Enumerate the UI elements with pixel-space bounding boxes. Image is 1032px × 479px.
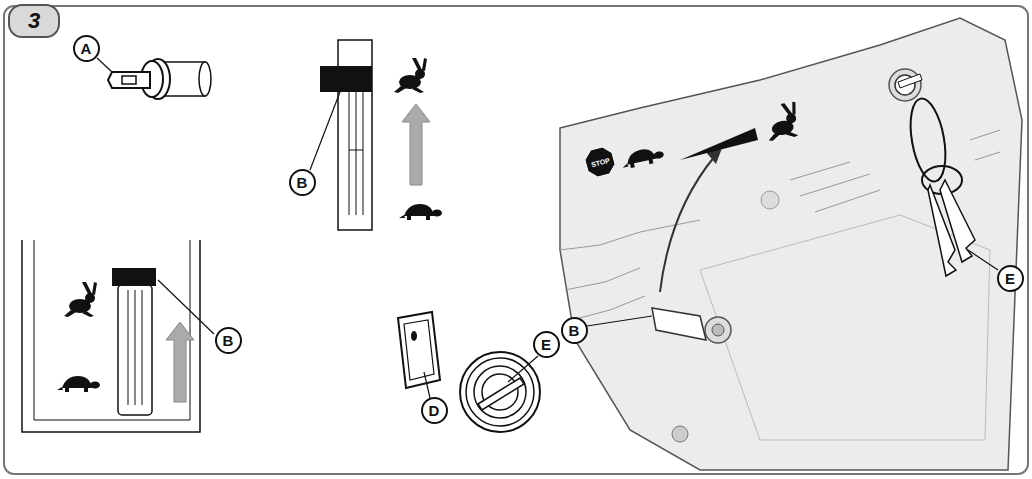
key-lock — [460, 352, 540, 432]
stop-sign-text: STOP — [590, 156, 610, 168]
slider-panel — [22, 240, 214, 432]
callout-letter: D — [421, 397, 448, 424]
callout-text: B — [223, 332, 234, 349]
callout-letter: B — [215, 327, 242, 354]
figure-badge: 3 — [8, 4, 60, 38]
callout-text: E — [1005, 270, 1015, 287]
rocker-switch — [398, 312, 440, 398]
callout-letter: B — [289, 169, 316, 196]
frame — [4, 6, 1028, 474]
key-switch — [97, 58, 211, 99]
callout-text: B — [297, 174, 308, 191]
callout-letter: B — [561, 317, 588, 344]
callout-letter: A — [73, 35, 100, 62]
callout-text: 3 — [28, 8, 40, 34]
callout-text: E — [541, 336, 551, 353]
speed-slider — [310, 40, 442, 230]
mower-housing — [560, 18, 1022, 470]
callout-text: A — [81, 40, 92, 57]
callout-text: D — [429, 402, 440, 419]
callout-letter: E — [533, 331, 560, 358]
callout-text: B — [569, 322, 580, 339]
callout-letter: E — [997, 265, 1024, 292]
